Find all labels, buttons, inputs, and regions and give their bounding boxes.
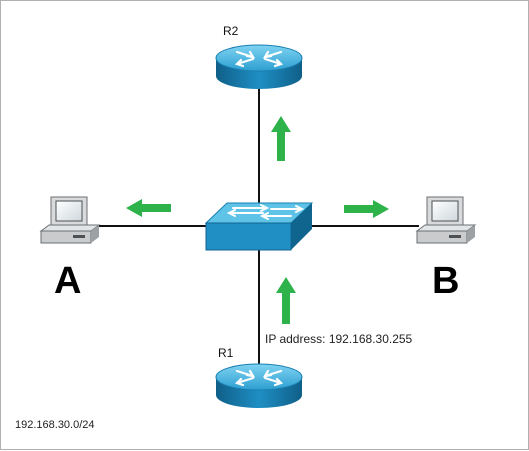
router-r2-label: R2 [223,24,239,38]
network-address-label: 192.168.30.0/24 [15,419,95,431]
arrow-r1-to-switch [276,277,296,324]
router-r2[interactable] [215,44,303,89]
switch[interactable] [204,202,314,251]
arrow-switch-to-b [344,200,389,218]
router-arrows-icon [234,50,284,68]
arrow-switch-to-a [126,199,171,217]
workstation-a[interactable] [39,196,101,244]
router-r1-label: R1 [218,346,234,360]
switch-arrows-icon [226,204,305,220]
ip-address-annotation: IP address: 192.168.30.255 [265,332,413,346]
workstation-b[interactable] [415,196,477,244]
host-b-label: B [432,260,460,302]
router-arrows-icon [234,369,284,387]
router-r1[interactable] [215,363,303,408]
arrow-switch-to-r2 [271,116,291,161]
host-a-label: A [54,260,82,302]
links [96,76,419,373]
